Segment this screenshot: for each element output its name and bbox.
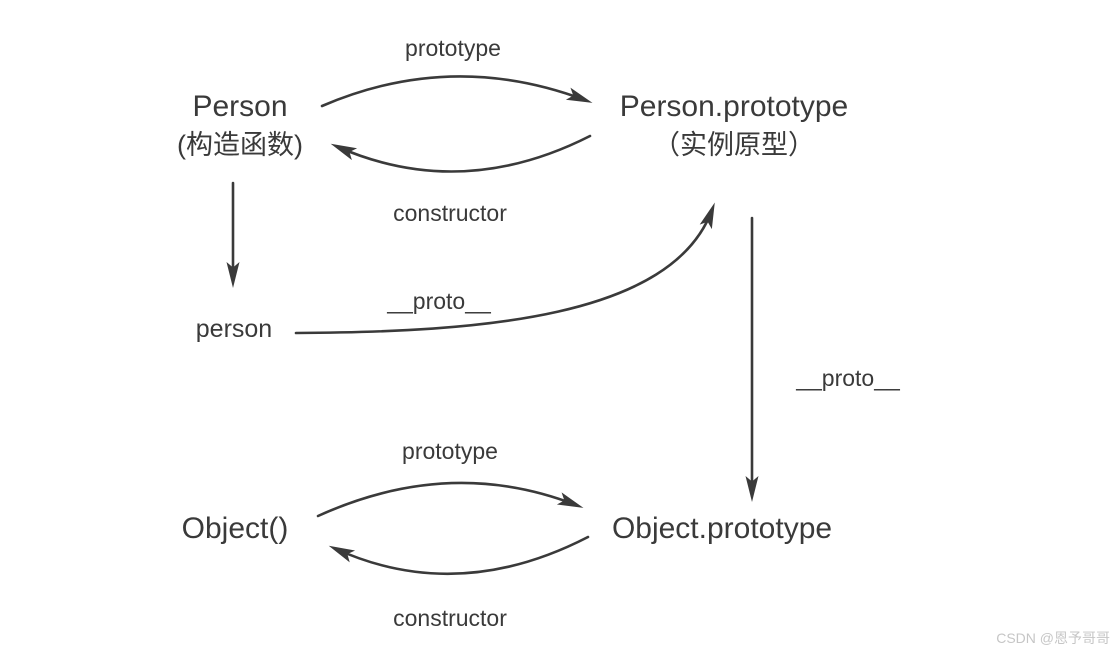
prototype-arrow-top (320, 75, 593, 108)
node-object-constructor: Object() (181, 512, 289, 545)
proto-arrow-person-to-prototype (294, 202, 715, 335)
node-person-constructor: Person (构造函数) (130, 90, 350, 161)
person-prototype-subtitle: （实例原型） (653, 129, 815, 160)
person-title: Person (192, 90, 288, 123)
edge-label-prototype-bottom: prototype (402, 438, 498, 464)
csdn-watermark: CSDN @恩予哥哥 (996, 630, 1110, 646)
constructor-arrow-bottom (328, 535, 590, 576)
person-prototype-title: Person.prototype (619, 90, 849, 123)
node-person-instance: person (195, 315, 273, 343)
edge-label-proto-middle: __proto__ (387, 288, 491, 314)
edge-label-prototype-top: prototype (405, 35, 501, 61)
prototype-arrow-bottom (316, 481, 584, 518)
constructor-arrow-top (330, 134, 592, 173)
edge-label-constructor-top: constructor (393, 200, 507, 226)
edge-label-proto-right: __proto__ (796, 365, 900, 391)
node-person-prototype: Person.prototype （实例原型） (584, 90, 884, 161)
person-subtitle: (构造函数) (177, 129, 303, 160)
edge-label-constructor-bottom: constructor (393, 605, 507, 631)
node-object-prototype: Object.prototype (611, 512, 833, 545)
